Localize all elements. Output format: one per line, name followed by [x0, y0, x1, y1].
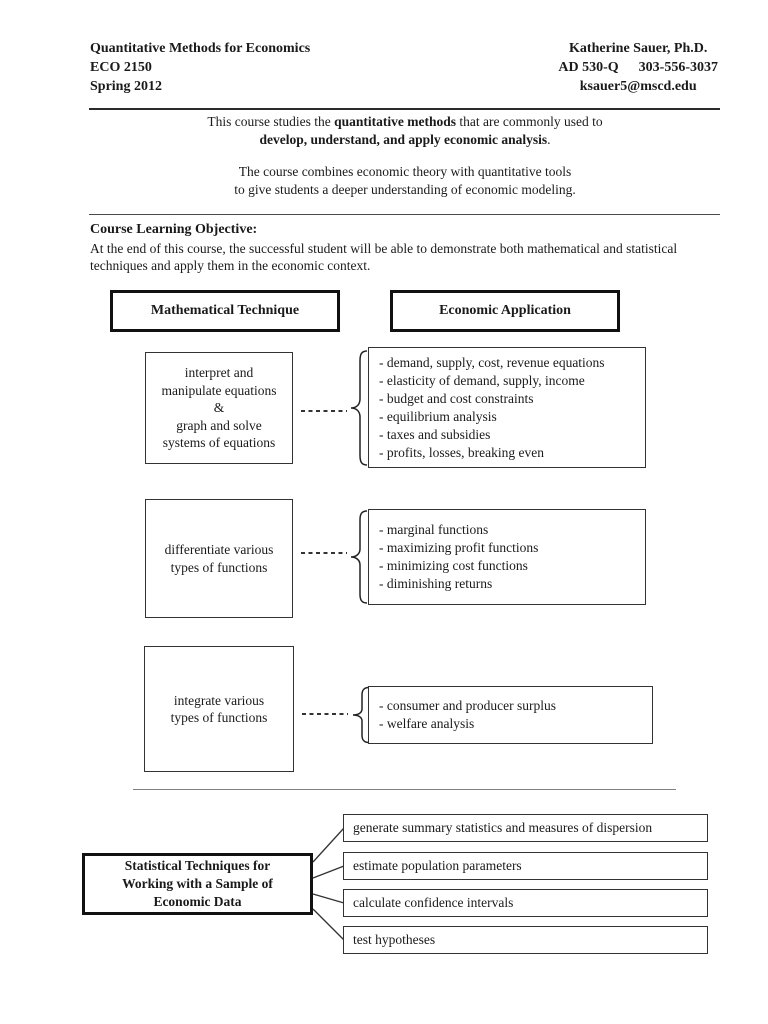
objective-body: At the end of this course, the successfu…: [90, 241, 678, 273]
technique-line: &: [213, 400, 225, 416]
dashed-connector: [301, 410, 347, 412]
outcome-label: estimate population parameters: [353, 858, 522, 873]
technique-line: interpret and: [184, 365, 254, 381]
description-line-1: This course studies the quantitative met…: [207, 114, 603, 129]
application-item: - budget and cost constraints: [379, 390, 534, 406]
instructor-name: Katherine Sauer, Ph.D.: [569, 41, 708, 56]
instructor-contact: AD 530-Q 303-556-3037: [558, 58, 718, 77]
course-description: This course studies the quantitative met…: [90, 113, 720, 199]
application-item: - elasticity of demand, supply, income: [379, 372, 585, 388]
outcome-box-test-hypotheses: test hypotheses: [343, 926, 708, 954]
curly-brace: [350, 510, 368, 604]
application-item: - taxes and subsidies: [379, 426, 491, 442]
outcome-box-confidence-intervals: calculate confidence intervals: [343, 889, 708, 917]
technique-line: systems of equations: [162, 435, 276, 451]
description-line-2: develop, understand, and apply economic …: [259, 132, 551, 147]
outcome-box-population-parameters: estimate population parameters: [343, 852, 708, 880]
course-term: Spring 2012: [90, 79, 162, 94]
technique-line: manipulate equations: [161, 382, 277, 398]
application-box-equations: - demand, supply, cost, revenue equation…: [368, 347, 646, 468]
dashed-connector: [301, 552, 347, 554]
objective-heading: Course Learning Objective:: [90, 222, 258, 237]
technique-line: graph and solve: [176, 417, 262, 433]
application-item: - welfare analysis: [379, 716, 475, 731]
technique-box-differentiate: differentiate various types of functions: [145, 499, 293, 618]
outcome-label: test hypotheses: [353, 932, 436, 947]
statistical-techniques-box: Statistical Techniques for Working with …: [82, 853, 313, 915]
technique-box-integrate: integrate various types of functions: [144, 646, 294, 772]
application-item: - equilibrium analysis: [379, 408, 497, 424]
application-item: - demand, supply, cost, revenue equation…: [379, 354, 605, 370]
instructor-header: Katherine Sauer, Ph.D. AD 530-Q 303-556-3…: [558, 39, 718, 96]
application-box-integrate: - consumer and producer surplus - welfar…: [368, 686, 653, 744]
economic-application-header-label: Economic Application: [439, 303, 571, 318]
technique-box-equations: interpret and manipulate equations & gra…: [145, 352, 293, 464]
instructor-office: AD 530-Q: [558, 60, 619, 75]
horizontal-rule-top: [89, 108, 720, 110]
statistical-box-line: Statistical Techniques for: [124, 858, 271, 873]
application-item: - minimizing cost functions: [379, 558, 528, 573]
course-code: ECO 2150: [90, 60, 152, 75]
horizontal-rule-bottom: [133, 789, 676, 790]
math-technique-header-box: Mathematical Technique: [110, 290, 340, 332]
learning-objective-section: Course Learning Objective: At the end of…: [90, 221, 738, 274]
application-box-differentiate: - marginal functions - maximizing profit…: [368, 509, 646, 605]
statistical-box-line: Economic Data: [153, 894, 242, 909]
instructor-phone: 303-556-3037: [638, 60, 718, 75]
economic-application-header-box: Economic Application: [390, 290, 620, 332]
application-item: - maximizing profit functions: [379, 540, 539, 555]
curly-brace: [350, 350, 368, 466]
application-item: - consumer and producer surplus: [379, 698, 556, 713]
description-line-3: The course combines economic theory with…: [238, 164, 572, 179]
dashed-connector: [302, 713, 348, 715]
connector-lines: [312, 827, 345, 941]
outcome-label: generate summary statistics and measures…: [353, 820, 653, 835]
application-item: - diminishing returns: [379, 576, 493, 591]
outcome-label: calculate confidence intervals: [353, 895, 514, 910]
horizontal-rule-middle: [89, 214, 720, 215]
description-line-4: to give students a deeper understanding …: [234, 182, 576, 197]
application-item: - profits, losses, breaking even: [379, 444, 544, 460]
technique-line: differentiate various: [164, 542, 274, 557]
outcome-box-summary-statistics: generate summary statistics and measures…: [343, 814, 708, 842]
math-technique-header-label: Mathematical Technique: [150, 303, 300, 318]
course-header: Quantitative Methods for Economics ECO 2…: [90, 39, 310, 96]
instructor-email: ksauer5@mscd.edu: [579, 79, 697, 94]
course-title: Quantitative Methods for Economics: [90, 41, 311, 56]
technique-line: types of functions: [170, 710, 268, 725]
statistical-box-line: Working with a Sample of: [122, 876, 273, 891]
curly-brace: [352, 686, 370, 744]
technique-line: types of functions: [170, 559, 268, 575]
technique-line: integrate various: [173, 692, 265, 708]
application-item: - marginal functions: [379, 522, 489, 537]
